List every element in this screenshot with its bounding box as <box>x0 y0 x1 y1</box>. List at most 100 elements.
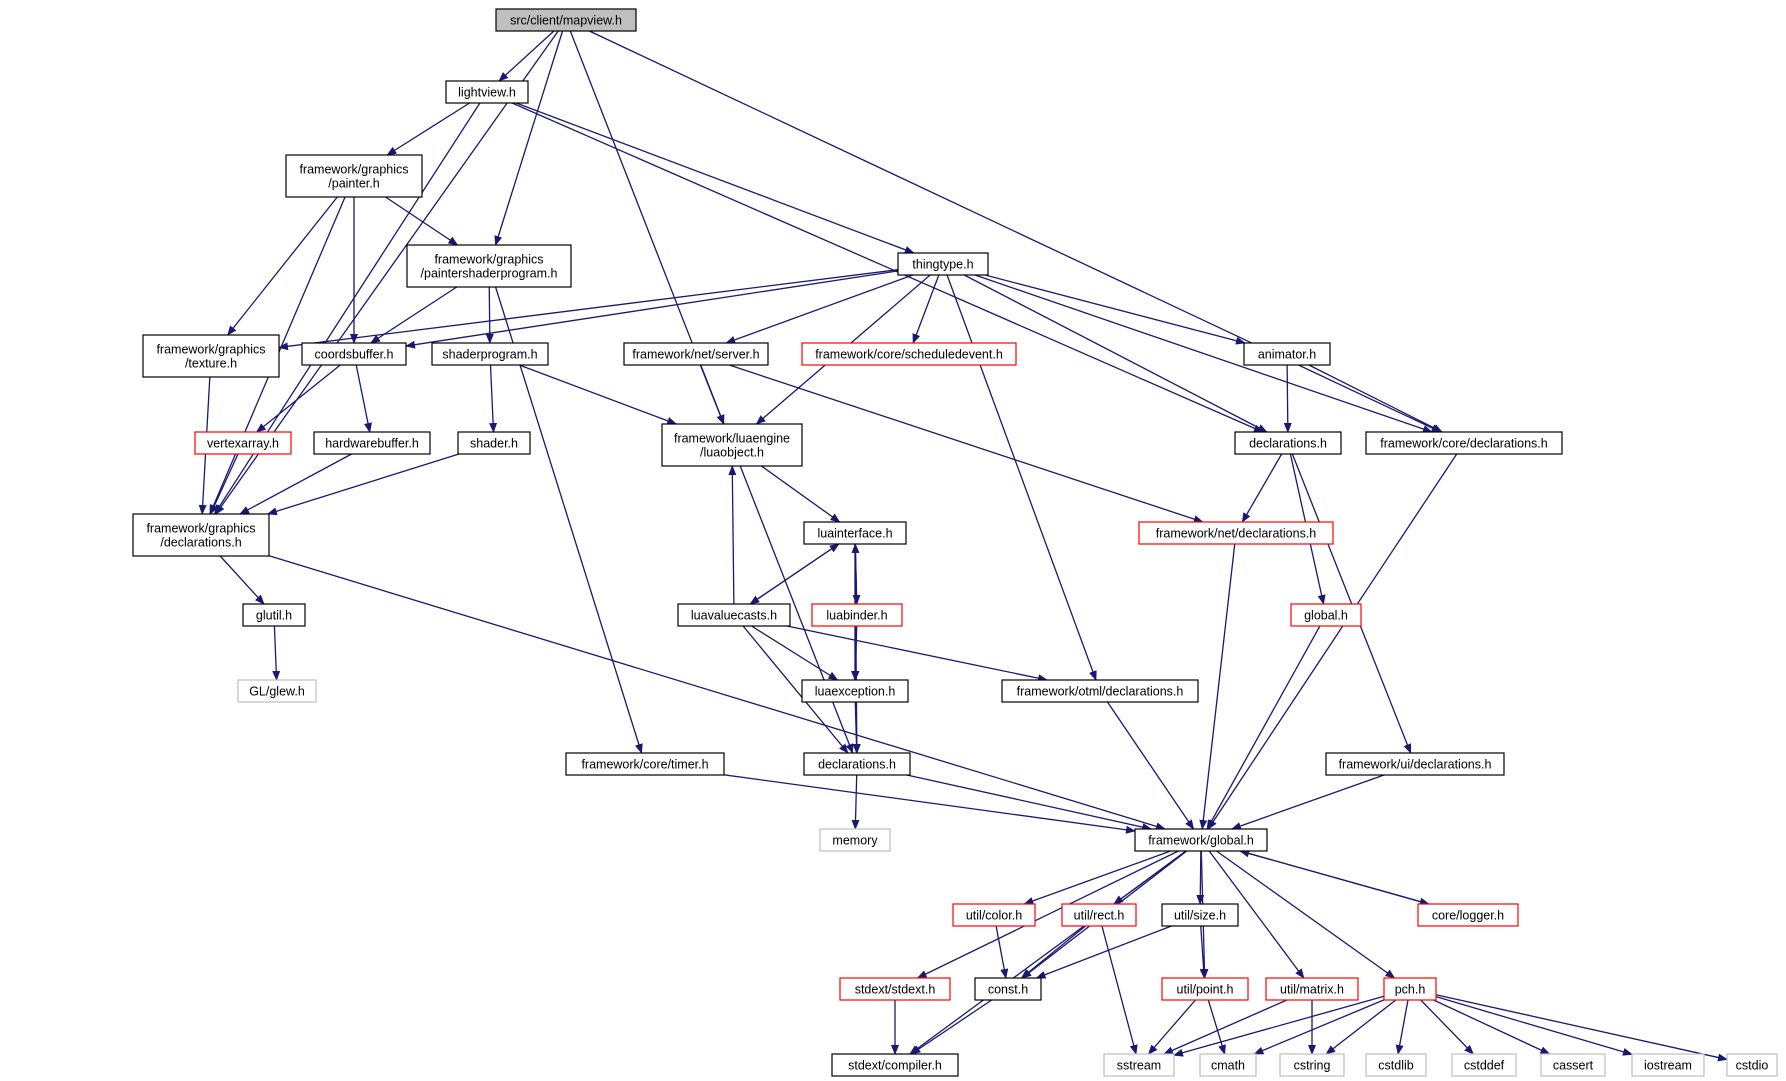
node-box <box>1290 603 1362 627</box>
node-label: framework/net/server.h <box>632 348 759 362</box>
node-box <box>565 752 725 776</box>
node-coordsbuffer[interactable]: coordsbuffer.h <box>301 342 407 366</box>
node-label: framework/net/declarations.h <box>1156 527 1317 541</box>
node-lightview[interactable]: lightview.h <box>445 80 529 104</box>
edge-fw_global-to-util_color <box>1023 850 1171 905</box>
node-pch[interactable]: pch.h <box>1383 977 1437 1001</box>
node-fw_otml_declarations[interactable]: framework/otml/declarations.h <box>1001 679 1199 703</box>
edge-luabinder-to-luainterface <box>851 543 860 605</box>
node-util_matrix[interactable]: util/matrix.h <box>1265 977 1359 1001</box>
node-global_client[interactable]: global.h <box>1290 603 1362 627</box>
node-box <box>1243 342 1331 366</box>
edge-thingtype-to-fw_otml_declarations <box>946 274 1097 681</box>
edge-hardwarebuffer-to-fw_graphics_declarations <box>239 453 352 515</box>
node-util_color[interactable]: util/color.h <box>952 903 1036 927</box>
node-label: stdext/stdext.h <box>855 983 936 997</box>
node-fw_graphics_declarations[interactable]: framework/graphics/declarations.h <box>132 513 270 557</box>
edge-util_size-to-util_point <box>1199 925 1208 979</box>
node-label: framework/core/declarations.h <box>1380 437 1547 451</box>
edge-fw_core_declarations-to-fw_global <box>1207 453 1458 830</box>
node-iostream[interactable]: iostream <box>1631 1053 1705 1077</box>
node-memory[interactable]: memory <box>819 828 891 852</box>
node-label: luavaluecasts.h <box>691 609 777 623</box>
node-box <box>1365 1053 1427 1077</box>
node-luainterface[interactable]: luainterface.h <box>803 521 907 545</box>
node-box <box>801 679 909 703</box>
node-cstdlib[interactable]: cstdlib <box>1365 1053 1427 1077</box>
node-glutil[interactable]: glutil.h <box>242 603 306 627</box>
node-box <box>677 603 791 627</box>
node-label: luaexception.h <box>815 685 896 699</box>
edge-animator-to-fw_core_declarations <box>1308 364 1444 433</box>
node-util_size[interactable]: util/size.h <box>1161 903 1239 927</box>
node-stdext_stdext[interactable]: stdext/stdext.h <box>839 977 951 1001</box>
node-fw_global[interactable]: framework/global.h <box>1134 828 1268 852</box>
node-cassert[interactable]: cassert <box>1540 1053 1606 1077</box>
node-fw_graphics_texture[interactable]: framework/graphics/texture.h <box>142 334 280 378</box>
node-luaexception[interactable]: luaexception.h <box>801 679 909 703</box>
node-label: util/rect.h <box>1074 909 1125 923</box>
node-shaderprogram[interactable]: shaderprogram.h <box>431 342 549 366</box>
node-gl_glew[interactable]: GL/glew.h <box>237 679 317 703</box>
edge-luavaluecasts-to-luainterface <box>749 543 840 605</box>
node-shader[interactable]: shader.h <box>457 431 531 455</box>
node-paintershaderprogram[interactable]: framework/graphics/paintershaderprogram.… <box>406 244 572 288</box>
edge-fw_net_server-to-fw_luaengine_luaobject <box>699 364 725 425</box>
node-box <box>803 752 911 776</box>
node-cmath[interactable]: cmath <box>1199 1053 1257 1077</box>
node-fw_ui_declarations[interactable]: framework/ui/declarations.h <box>1325 752 1505 776</box>
node-box <box>801 342 1017 366</box>
node-hardwarebuffer[interactable]: hardwarebuffer.h <box>313 431 431 455</box>
edge-shader-to-fw_graphics_declarations <box>266 453 460 516</box>
node-core_logger[interactable]: core/logger.h <box>1417 903 1519 927</box>
nodes-layer: src/client/mapview.h lightview.h framework… <box>132 8 1778 1077</box>
node-fw_core_timer[interactable]: framework/core/timer.h <box>565 752 725 776</box>
node-declarations_client[interactable]: declarations.h <box>1234 431 1342 455</box>
node-label: util/size.h <box>1174 909 1226 923</box>
node-label: framework/graphics <box>434 253 543 267</box>
node-sstream[interactable]: sstream <box>1103 1053 1175 1077</box>
node-box <box>406 244 572 288</box>
node-cstring[interactable]: cstring <box>1279 1053 1345 1077</box>
node-label: shader.h <box>470 437 518 451</box>
node-label: framework/graphics <box>299 163 408 177</box>
edge-animator-to-declarations_client <box>1283 364 1292 433</box>
node-label: util/matrix.h <box>1280 983 1344 997</box>
edge-fw_core_timer-to-fw_global <box>723 774 1136 834</box>
edge-mapview-to-fw_core_declarations <box>589 30 1442 433</box>
node-fw_graphics_painter[interactable]: framework/graphics/painter.h <box>285 154 423 198</box>
node-label: declarations.h <box>1249 437 1327 451</box>
node-label: animator.h <box>1258 348 1316 362</box>
node-vertexarray[interactable]: vertexarray.h <box>194 431 292 455</box>
node-label: framework/graphics <box>156 343 265 357</box>
node-luabinder[interactable]: luabinder.h <box>811 603 903 627</box>
node-util_rect[interactable]: util/rect.h <box>1061 903 1137 927</box>
edge-fw_graphics_declarations-to-fw_global <box>268 555 1166 831</box>
node-const[interactable]: const.h <box>974 977 1042 1001</box>
node-label: vertexarray.h <box>207 437 279 451</box>
node-label: hardwarebuffer.h <box>325 437 419 451</box>
node-luavaluecasts[interactable]: luavaluecasts.h <box>677 603 791 627</box>
node-cstdio[interactable]: cstdio <box>1726 1053 1778 1077</box>
edge-fw_net_declarations-to-fw_global <box>1199 543 1236 830</box>
node-animator[interactable]: animator.h <box>1243 342 1331 366</box>
node-fw_core_scheduledevent[interactable]: framework/core/scheduledevent.h <box>801 342 1017 366</box>
node-stdext_compiler[interactable]: stdext/compiler.h <box>831 1053 959 1077</box>
node-fw_core_declarations[interactable]: framework/core/declarations.h <box>1365 431 1563 455</box>
node-util_point[interactable]: util/point.h <box>1161 977 1249 1001</box>
node-fw_net_declarations[interactable]: framework/net/declarations.h <box>1138 521 1334 545</box>
node-box <box>831 1053 959 1077</box>
node-mapview[interactable]: src/client/mapview.h <box>495 8 637 32</box>
node-fw_net_server[interactable]: framework/net/server.h <box>623 342 769 366</box>
node-box <box>1279 1053 1345 1077</box>
edge-luavaluecasts-to-luaexception <box>751 625 839 681</box>
node-declarations_lua[interactable]: declarations.h <box>803 752 911 776</box>
node-box <box>1161 977 1249 1001</box>
node-cstddef[interactable]: cstddef <box>1451 1053 1517 1077</box>
node-label: framework/otml/declarations.h <box>1017 685 1184 699</box>
node-thingtype[interactable]: thingtype.h <box>897 252 989 276</box>
node-fw_luaengine_luaobject[interactable]: framework/luaengine/luaobject.h <box>661 423 803 467</box>
node-label: core/logger.h <box>1432 909 1504 923</box>
node-label: cstdlib <box>1378 1059 1413 1073</box>
node-box <box>952 903 1036 927</box>
